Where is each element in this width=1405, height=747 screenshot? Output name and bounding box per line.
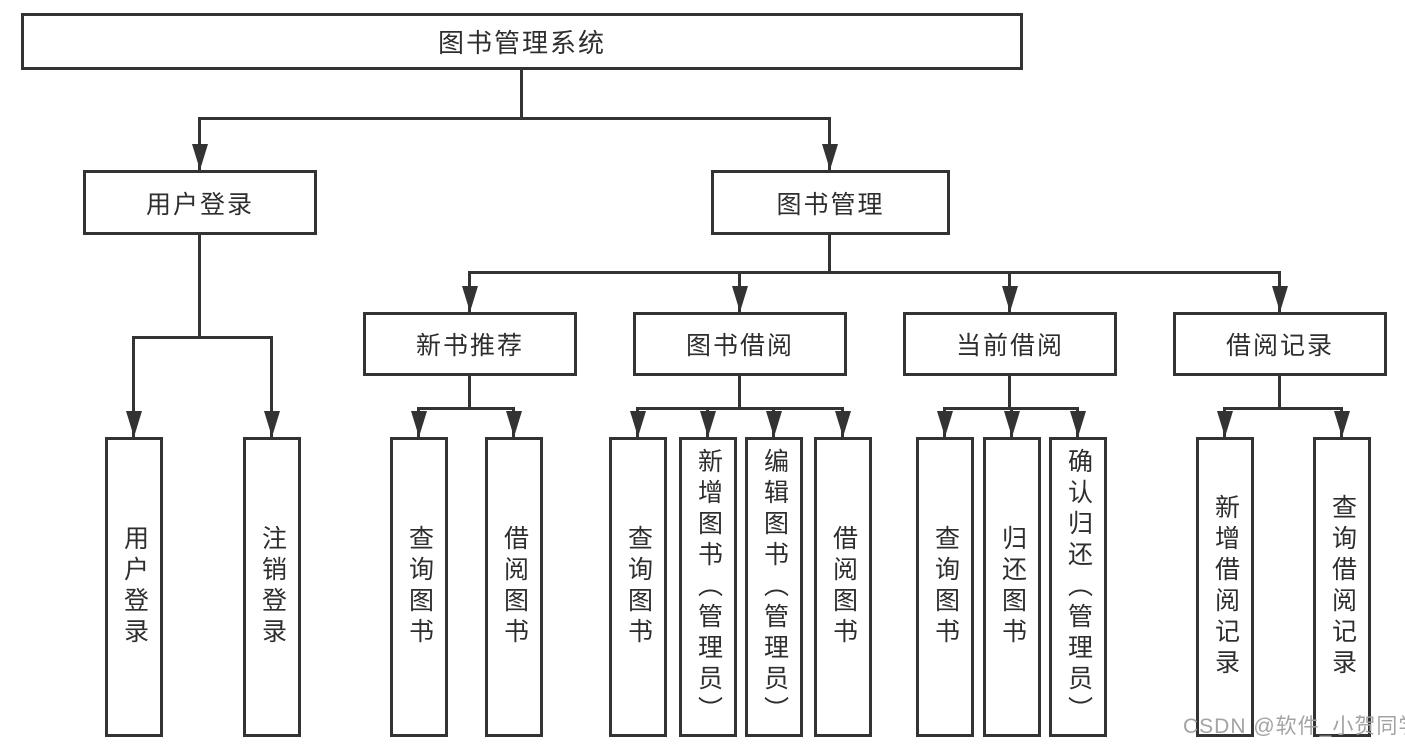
node-label: 图书借阅 xyxy=(685,332,794,360)
arrow-down-icon xyxy=(630,411,646,437)
leaf-confirm-return-admin: 确认归还（管理员） xyxy=(1049,437,1107,737)
arrow-down-icon xyxy=(700,411,716,437)
csdn-watermark: CSDN @软件_小贺同学 xyxy=(1183,715,1405,738)
arrow-down-icon xyxy=(766,411,782,437)
node-label: 图书管理 xyxy=(776,190,885,219)
arrowheads xyxy=(126,144,1350,437)
leaf-edit-book-admin: 编辑图书（管理员） xyxy=(745,437,803,737)
node-book-borrowing: 图书借阅 xyxy=(633,312,847,376)
connector-bookmgmt-to-level3 xyxy=(468,235,1281,312)
leaf-user-login: 用户登录 xyxy=(105,437,163,737)
arrow-down-icon xyxy=(264,411,280,437)
node-label: 当前借阅 xyxy=(955,332,1064,360)
node-label: 借阅记录 xyxy=(1225,332,1334,360)
leaf-add-borrow-record: 新增借阅记录 xyxy=(1196,437,1254,737)
connector-newbook-to-leaves xyxy=(417,376,515,437)
arrow-down-icon xyxy=(192,144,208,170)
leaf-label: 注销登录 xyxy=(258,525,287,649)
node-borrowing-records: 借阅记录 xyxy=(1173,312,1387,376)
arrow-down-icon xyxy=(937,411,953,437)
leaf-query-books-borrowing: 查询图书 xyxy=(609,437,667,737)
connector-bookborrow-to-leaves xyxy=(636,376,844,437)
connector-root-to-level2 xyxy=(198,70,831,170)
connector-userlogin-to-leaves xyxy=(132,235,273,437)
arrow-down-icon xyxy=(1070,411,1086,437)
node-label: 新书推荐 xyxy=(415,332,524,360)
node-book-management: 图书管理 xyxy=(711,170,950,235)
leaf-label: 查询图书 xyxy=(931,525,960,649)
leaf-label: 编辑图书（管理员） xyxy=(760,447,789,727)
leaf-logout: 注销登录 xyxy=(243,437,301,737)
node-user-login: 用户登录 xyxy=(83,170,317,235)
leaf-label: 新增图书（管理员） xyxy=(694,447,723,727)
leaf-label: 借阅图书 xyxy=(500,525,529,649)
node-new-book-recommend: 新书推荐 xyxy=(363,312,577,376)
arrow-down-icon xyxy=(1217,411,1233,437)
leaf-query-borrow-record: 查询借阅记录 xyxy=(1313,437,1371,737)
leaf-label: 确认归还（管理员） xyxy=(1064,447,1093,727)
arrow-down-icon xyxy=(835,411,851,437)
arrow-down-icon xyxy=(822,144,838,170)
arrow-down-icon xyxy=(732,286,748,312)
leaf-query-books-current: 查询图书 xyxy=(916,437,974,737)
leaf-label: 新增借阅记录 xyxy=(1211,494,1240,680)
leaf-label: 查询借阅记录 xyxy=(1328,494,1357,680)
arrow-down-icon xyxy=(411,411,427,437)
leaf-borrow-books-borrowing: 借阅图书 xyxy=(814,437,872,737)
leaf-label: 借阅图书 xyxy=(829,525,858,649)
leaf-return-book: 归还图书 xyxy=(983,437,1041,737)
leaf-label: 归还图书 xyxy=(998,525,1027,649)
leaf-label: 用户登录 xyxy=(120,525,149,649)
arrow-down-icon xyxy=(1334,411,1350,437)
leaf-query-books-recommend: 查询图书 xyxy=(390,437,448,737)
arrow-down-icon xyxy=(1272,286,1288,312)
node-current-borrowing: 当前借阅 xyxy=(903,312,1117,376)
node-root-system: 图书管理系统 xyxy=(21,13,1023,70)
node-label: 用户登录 xyxy=(145,190,254,219)
leaf-add-book-admin: 新增图书（管理员） xyxy=(679,437,737,737)
arrow-down-icon xyxy=(506,411,522,437)
arrow-down-icon xyxy=(1002,286,1018,312)
arrow-down-icon xyxy=(126,411,142,437)
connector-borrowrecords-to-leaves xyxy=(1223,376,1343,437)
arrow-down-icon xyxy=(462,286,478,312)
leaf-label: 查询图书 xyxy=(624,525,653,649)
leaf-label: 查询图书 xyxy=(405,525,434,649)
arrow-down-icon xyxy=(1004,411,1020,437)
leaf-borrow-books-recommend: 借阅图书 xyxy=(485,437,543,737)
node-root-label: 图书管理系统 xyxy=(437,28,606,58)
